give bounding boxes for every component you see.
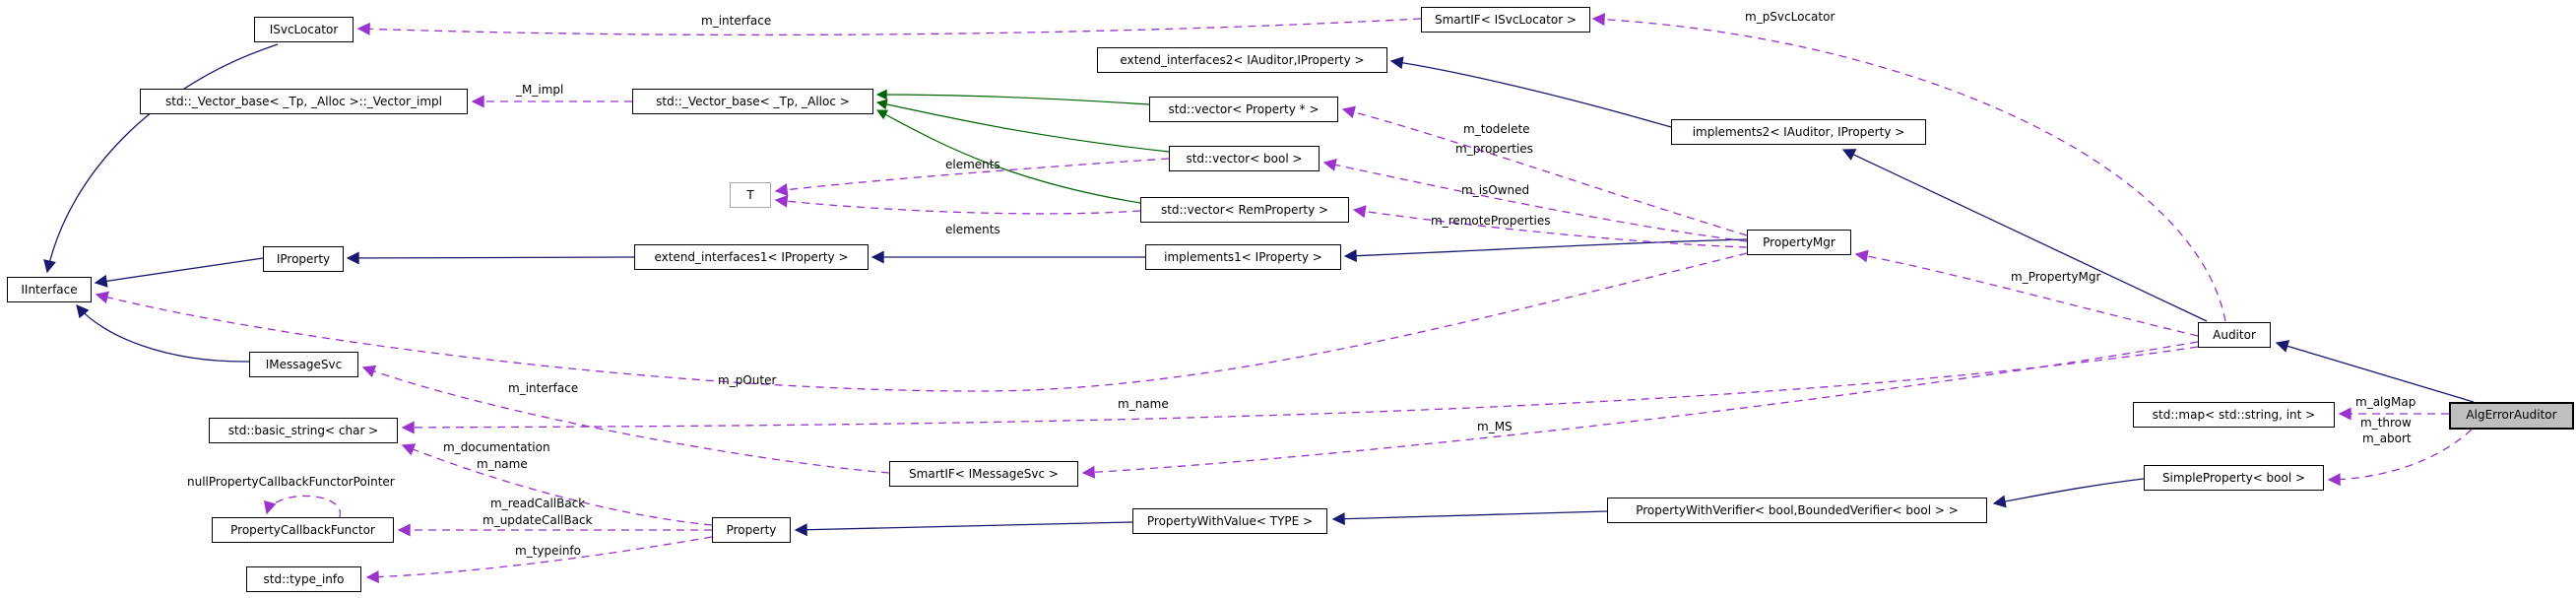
- node-imessagesvc[interactable]: IMessageSvc: [249, 352, 358, 377]
- node-extend-interfaces1[interactable]: extend_interfaces1< IProperty >: [634, 244, 869, 270]
- node-iinterface[interactable]: IInterface: [7, 277, 92, 302]
- edge-label-m-interface-msg: m_interface: [508, 381, 579, 395]
- edge-label-m-updatecallback: m_updateCallBack: [483, 513, 593, 527]
- edge-label-m-properties: m_properties: [1455, 142, 1533, 156]
- edge-label-m-psvclocator: m_pSvcLocator: [1745, 10, 1835, 24]
- node-smartif-isvclocator[interactable]: SmartIF< ISvcLocator >: [1421, 7, 1590, 33]
- edge-label-m-typeinfo: m_typeinfo: [515, 544, 582, 558]
- node-vector-base[interactable]: std::_Vector_base< _Tp, _Alloc >: [632, 89, 873, 114]
- node-type-info[interactable]: std::type_info: [246, 566, 361, 592]
- edge-label-m-impl: _M_impl: [516, 83, 564, 97]
- node-vector-remproperty[interactable]: std::vector< RemProperty >: [1140, 197, 1349, 223]
- node-basic-string[interactable]: std::basic_string< char >: [209, 418, 398, 443]
- edge-label-m-propertymgr: m_PropertyMgr: [2011, 270, 2101, 284]
- node-simpleproperty-bool[interactable]: SimpleProperty< bool >: [2144, 465, 2324, 491]
- edge-label-m-remoteproperties: m_remoteProperties: [1431, 214, 1551, 228]
- edge-label-m-interface-top: m_interface: [701, 14, 772, 28]
- node-propertymgr[interactable]: PropertyMgr: [1747, 230, 1851, 255]
- node-algerrorauditor[interactable]: AlgErrorAuditor: [2449, 402, 2574, 430]
- edge-label-m-ms: m_MS: [1477, 420, 1513, 433]
- edge-label-m-name-auditor: m_name: [1118, 397, 1169, 411]
- edge-label-m-name-property: m_name: [477, 457, 528, 471]
- edge-label-m-documentation: m_documentation: [443, 440, 550, 454]
- node-map-string-int[interactable]: std::map< std::string, int >: [2133, 402, 2335, 428]
- edge-label-m-pouter: m_pOuter: [718, 373, 777, 387]
- edge-label-elements-1: elements: [945, 158, 1000, 171]
- node-extend-interfaces2[interactable]: extend_interfaces2< IAuditor,IProperty >: [1097, 47, 1387, 73]
- edge-label-m-throw: m_throw: [2360, 416, 2412, 430]
- node-propertywithvalue[interactable]: PropertyWithValue< TYPE >: [1132, 508, 1327, 534]
- edge-label-elements-2: elements: [945, 223, 1000, 236]
- node-propertywithverifier[interactable]: PropertyWithVerifier< bool,BoundedVerifi…: [1607, 498, 1987, 523]
- node-vector-property-ptr[interactable]: std::vector< Property * >: [1149, 97, 1338, 122]
- node-isvclocator[interactable]: ISvcLocator: [254, 17, 354, 42]
- edge-label-m-isowned: m_isOwned: [1461, 183, 1530, 197]
- node-property[interactable]: Property: [712, 517, 791, 543]
- node-iproperty[interactable]: IProperty: [263, 246, 344, 272]
- edge-label-m-todelete: m_todelete: [1463, 122, 1530, 136]
- node-implements2[interactable]: implements2< IAuditor, IProperty >: [1671, 119, 1926, 145]
- node-vector-impl[interactable]: std::_Vector_base< _Tp, _Alloc >::_Vecto…: [140, 89, 468, 114]
- node-auditor[interactable]: Auditor: [2198, 322, 2271, 348]
- node-propertycallbackfunctor[interactable]: PropertyCallbackFunctor: [212, 517, 394, 543]
- edge-label-m-readcallback: m_readCallBack: [490, 497, 586, 510]
- edge-label-nullpropertycallbackfunctorpointer: nullPropertyCallbackFunctorPointer: [187, 475, 395, 489]
- node-smartif-imessagesvc[interactable]: SmartIF< IMessageSvc >: [889, 461, 1078, 487]
- node-implements1[interactable]: implements1< IProperty >: [1145, 244, 1341, 270]
- edge-label-m-abort: m_abort: [2362, 432, 2412, 445]
- node-vector-bool[interactable]: std::vector< bool >: [1169, 146, 1320, 171]
- edge-label-m-algmap: m_algMap: [2355, 395, 2416, 409]
- node-template-t[interactable]: T: [730, 182, 771, 208]
